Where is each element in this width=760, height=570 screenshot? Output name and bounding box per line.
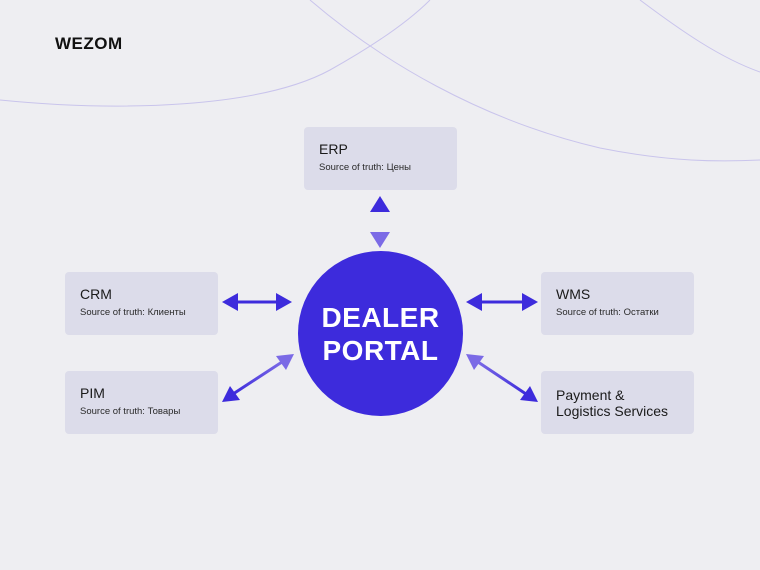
arrow-pim-portal bbox=[222, 354, 294, 402]
wms-node: WMS Source of truth: Остатки bbox=[541, 272, 694, 335]
crm-title: CRM bbox=[80, 286, 112, 302]
payment-title-line1: Payment & bbox=[556, 387, 625, 403]
arrow-wms-portal bbox=[466, 293, 538, 311]
dealer-portal-hub: DEALER PORTAL bbox=[298, 251, 463, 416]
wezom-logo: WEZOM bbox=[55, 34, 123, 53]
pim-subtitle: Source of truth: Товары bbox=[80, 406, 181, 417]
hub-label-line2: PORTAL bbox=[322, 334, 439, 366]
crm-node: CRM Source of truth: Клиенты bbox=[65, 272, 218, 335]
arrow-erp-portal bbox=[370, 196, 390, 248]
arrow-payment-portal bbox=[466, 354, 538, 402]
crm-subtitle: Source of truth: Клиенты bbox=[80, 307, 186, 318]
erp-node: ERP Source of truth: Цены bbox=[304, 127, 457, 190]
arrow-crm-portal bbox=[222, 293, 292, 311]
erp-title: ERP bbox=[319, 141, 348, 157]
wms-subtitle: Source of truth: Остатки bbox=[556, 307, 659, 318]
payment-title-line2: Logistics Services bbox=[556, 403, 669, 419]
hub-label-line1: DEALER bbox=[321, 301, 440, 333]
erp-subtitle: Source of truth: Цены bbox=[319, 162, 411, 173]
wms-title: WMS bbox=[556, 286, 591, 302]
pim-node: PIM Source of truth: Товары bbox=[65, 371, 218, 434]
payment-logistics-node: Payment & Logistics Services bbox=[541, 371, 694, 434]
pim-title: PIM bbox=[80, 385, 105, 401]
